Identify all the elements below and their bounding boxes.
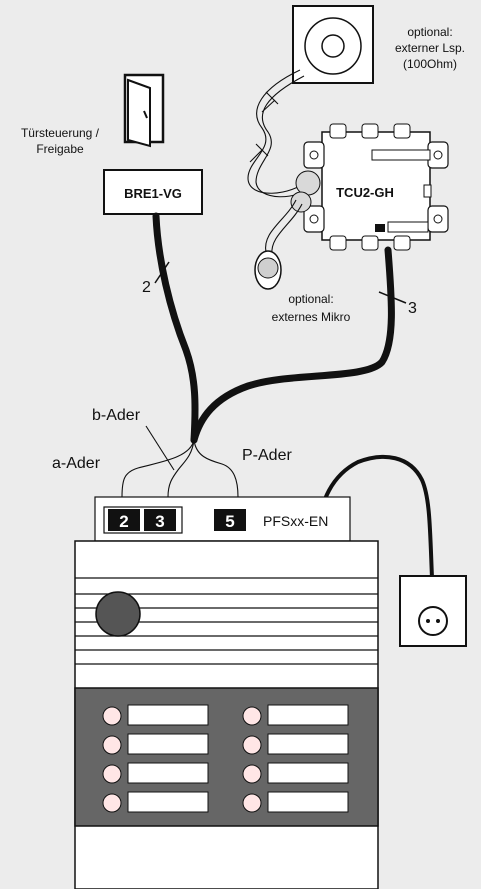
terminal-strip [94,496,351,542]
pfs-model-label: PFSxx-EN [263,513,328,529]
power-socket [399,575,467,647]
speaker-optional-label: optional: [407,25,452,39]
door-release-label: Freigabe [36,142,84,156]
cable-count-slash-right [378,291,407,304]
cable-count-right: 3 [408,300,417,317]
speaker-type-label: externer Lsp. [395,41,465,55]
terminal-3: 3 [155,512,164,531]
external-speaker [292,5,374,84]
camera-lens [95,591,141,637]
door-control-label: Türsteuerung / [21,126,100,140]
wire-fanout [121,425,239,498]
speaker-twisted-wire [247,69,313,198]
bre1-vg-module [103,169,203,215]
doorbell-row-1 [102,704,349,726]
cable-bre1-vg [152,212,199,444]
door-icon [123,73,165,148]
external-microphone [254,199,303,290]
tcu2-gh-module [290,123,449,251]
cable-count-slash-left [154,261,170,284]
mic-optional-label: optional: [288,292,333,306]
bre1-vg-label: BRE1-VG [124,186,182,201]
doorbell-row-2 [102,733,349,755]
p-ader-label: P-Ader [242,447,292,464]
doorbell-row-3 [102,762,349,784]
doorbell-row-4 [102,791,349,813]
cable-count-left: 2 [142,279,151,296]
speaker-impedance-label: (100Ohm) [403,57,457,71]
a-ader-label: a-Ader [52,455,101,472]
doorbell-buttons [102,704,349,813]
cable-tcu2-gh [190,246,395,444]
tcu2-gh-label: TCU2-GH [336,185,394,200]
terminal-2: 2 [119,512,128,531]
terminal-5: 5 [225,512,234,531]
b-ader-label: b-Ader [92,407,141,424]
power-cable [316,454,434,579]
mic-type-label: externes Mikro [272,310,351,324]
